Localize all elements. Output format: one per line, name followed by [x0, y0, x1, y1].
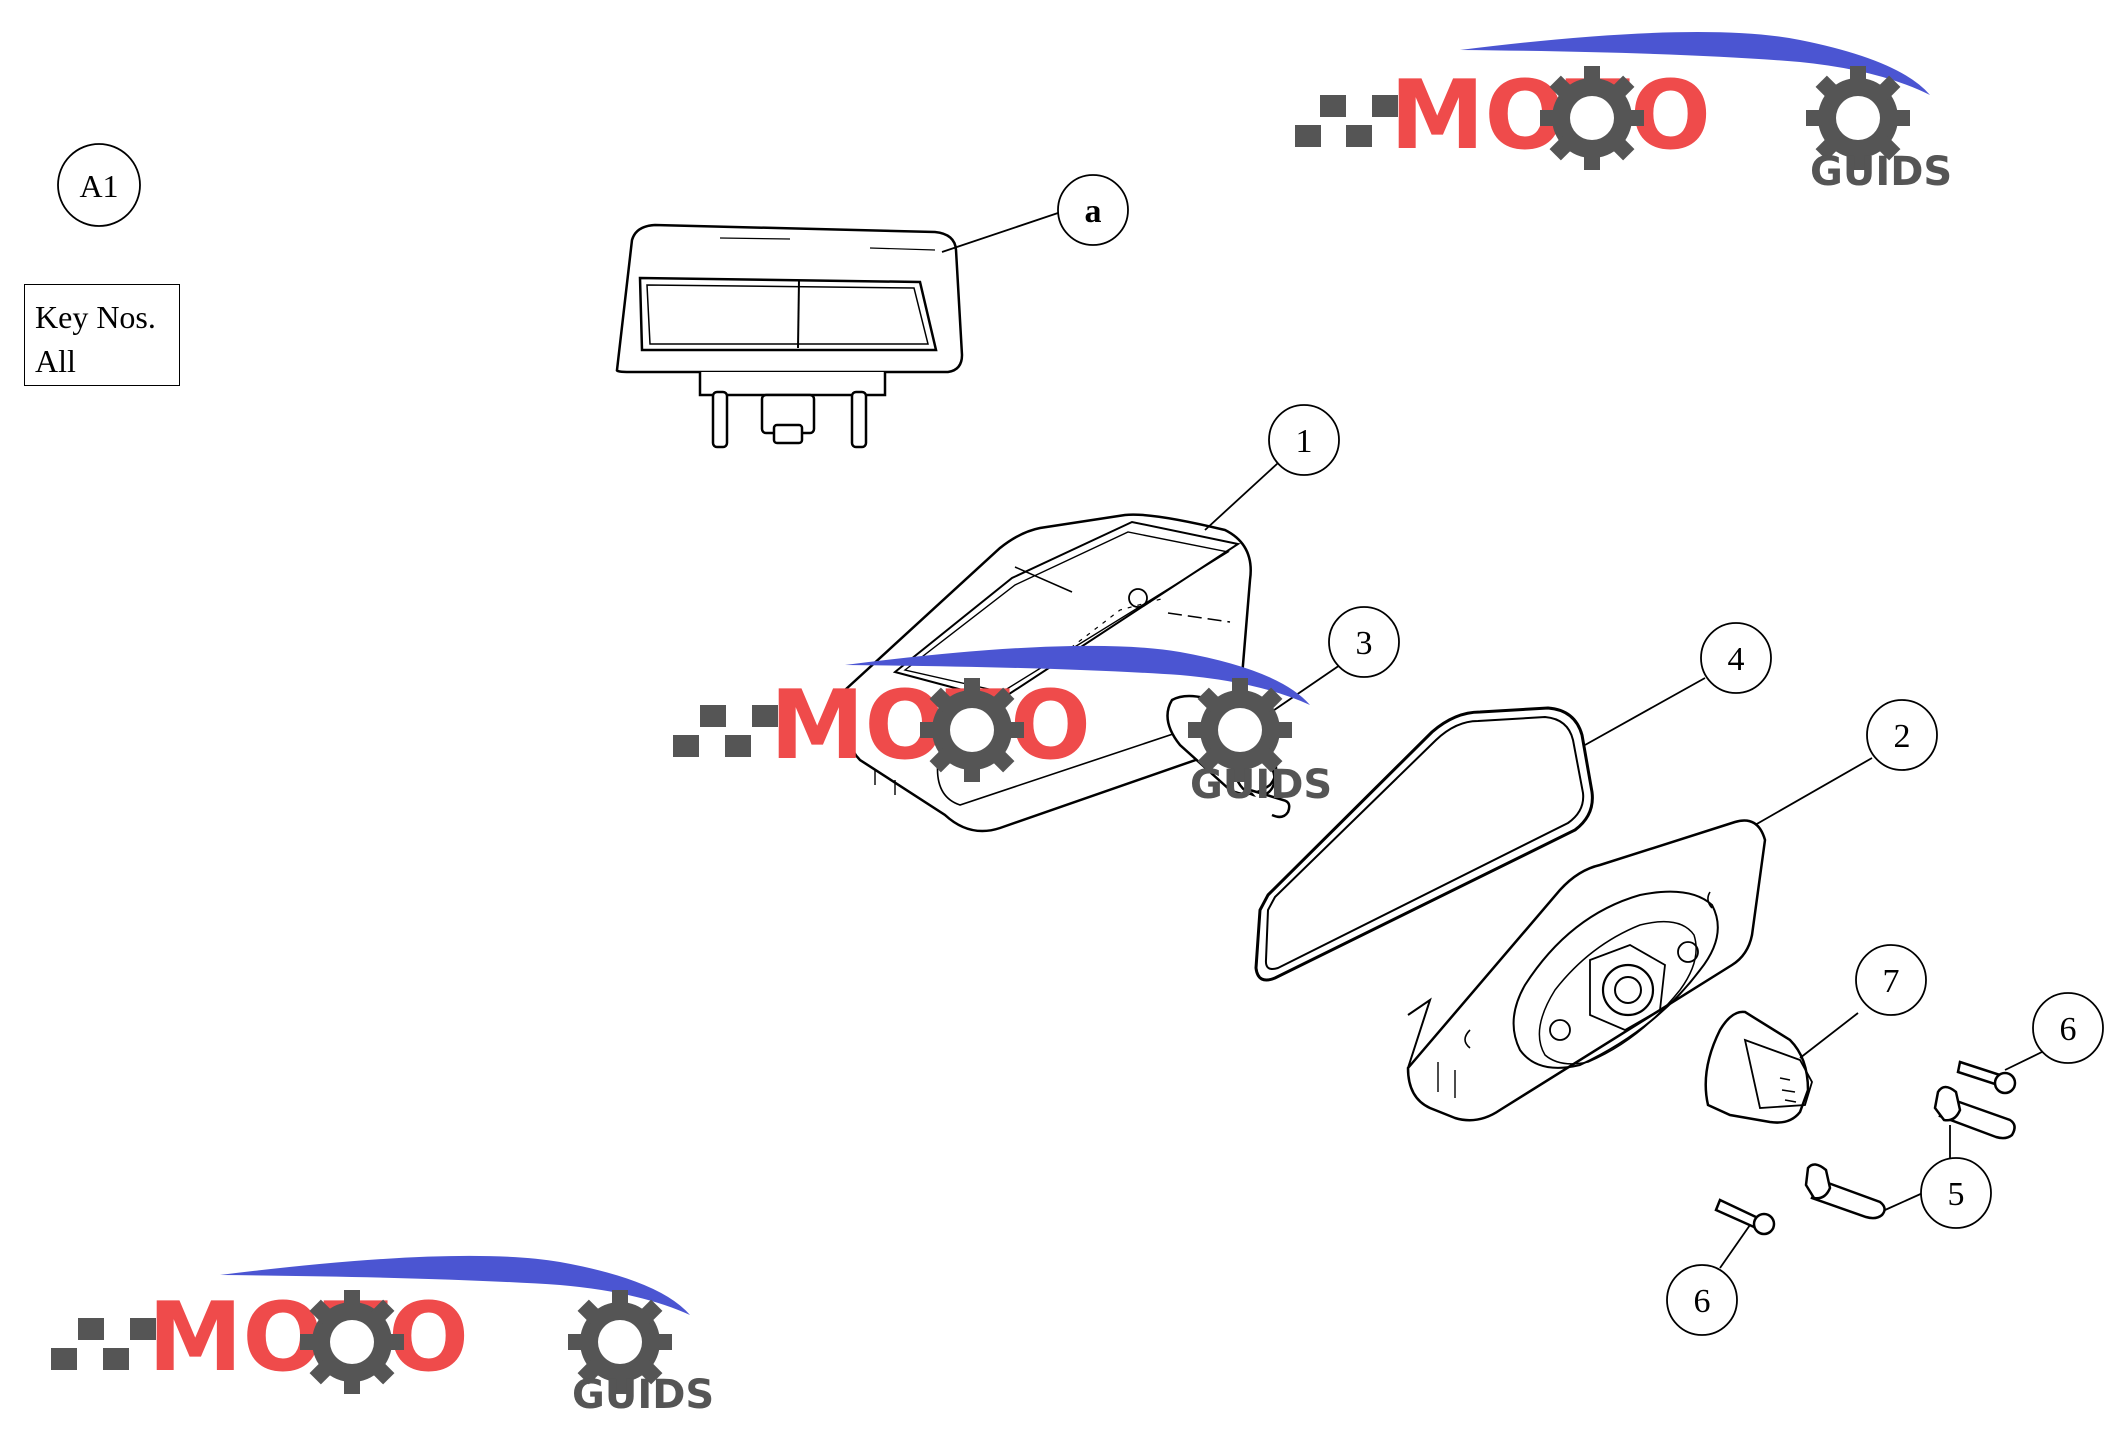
key-box-line2: All	[35, 343, 76, 379]
svg-text:7: 7	[1883, 963, 1900, 1000]
part-6-screw-upper	[1956, 1060, 2017, 1095]
key-numbers-box: Key Nos. All	[24, 284, 180, 386]
part-5-bolt-upper	[1933, 1085, 2016, 1140]
watermark-logo-top-right: MOTO GUIDS	[1295, 32, 1952, 195]
key-box-line1: Key Nos.	[35, 299, 156, 335]
svg-text:a: a	[1085, 193, 1102, 230]
part-2-rear-cover	[1406, 819, 1767, 1122]
watermark-subword-bottom: GUIDS	[572, 1372, 714, 1418]
svg-text:4: 4	[1728, 641, 1745, 678]
part-5-bolt-lower	[1804, 1163, 1886, 1220]
instrument-front-view	[615, 223, 964, 449]
figure-id-label: A1	[79, 168, 118, 204]
callout-6-lower: 6	[1666, 1264, 1738, 1336]
callout-3: 3	[1328, 606, 1400, 678]
svg-text:5: 5	[1948, 1176, 1965, 1213]
figure-id-circle: A1	[57, 143, 141, 227]
callout-6-upper: 6	[2032, 992, 2104, 1064]
svg-text:6: 6	[1694, 1283, 1711, 1320]
part-7-connector	[1704, 1010, 1813, 1124]
callout-2: 2	[1866, 699, 1938, 771]
callout-5: 5	[1920, 1157, 1992, 1229]
watermark-logo-bottom-left: MOTO GUIDS	[51, 1255, 714, 1418]
svg-text:6: 6	[2060, 1011, 2077, 1048]
svg-text:3: 3	[1356, 625, 1373, 662]
watermark-logo-center: MOTO GUIDS	[673, 645, 1332, 808]
svg-text:2: 2	[1894, 718, 1911, 755]
svg-text:1: 1	[1296, 423, 1313, 460]
part-4-gasket	[1254, 706, 1594, 982]
callout-7: 7	[1855, 944, 1927, 1016]
part-6-screw-lower	[1714, 1198, 1776, 1236]
callout-4: 4	[1700, 622, 1772, 694]
watermark-subword-top: GUIDS	[1810, 149, 1952, 195]
callout-a: a	[1057, 174, 1129, 246]
callout-1: 1	[1268, 404, 1340, 476]
watermark-subword-center: GUIDS	[1190, 762, 1332, 808]
